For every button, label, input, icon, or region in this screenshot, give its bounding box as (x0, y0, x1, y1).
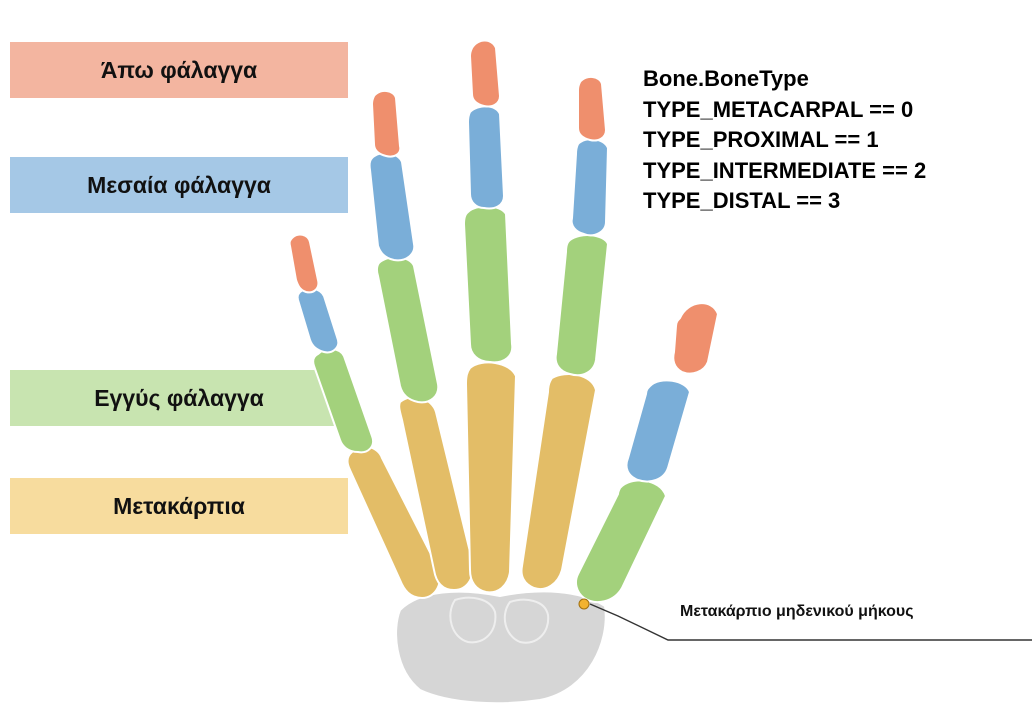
zero-length-metacarpal-marker (579, 599, 589, 609)
proximal-phalanx (576, 480, 666, 602)
distal-phalanx (673, 303, 718, 373)
distal-phalanx (372, 91, 400, 157)
proximal-phalanx (313, 349, 373, 452)
carpal-bone (396, 591, 606, 703)
distal-phalanx (578, 77, 606, 141)
intermediate-phalanx (370, 153, 415, 260)
intermediate-phalanx (626, 380, 690, 481)
metacarpal-bone (522, 374, 597, 589)
distal-phalanx (290, 235, 319, 293)
middle-finger (464, 41, 516, 593)
intermediate-phalanx (468, 106, 504, 208)
distal-phalanx (470, 41, 500, 107)
intermediate-phalanx (298, 289, 339, 353)
carpal-bone (505, 600, 548, 643)
metacarpal-bone (466, 362, 516, 592)
proximal-phalanx (556, 235, 608, 375)
carpal-bone (450, 598, 495, 643)
carpal-bones (396, 591, 606, 703)
proximal-phalanx (464, 206, 512, 362)
proximal-phalanx (377, 257, 438, 402)
index-finger (522, 77, 609, 589)
zero-length-metacarpal-label: Μετακάρπιο μηδενικού μήκους (680, 603, 914, 621)
intermediate-phalanx (572, 139, 608, 235)
